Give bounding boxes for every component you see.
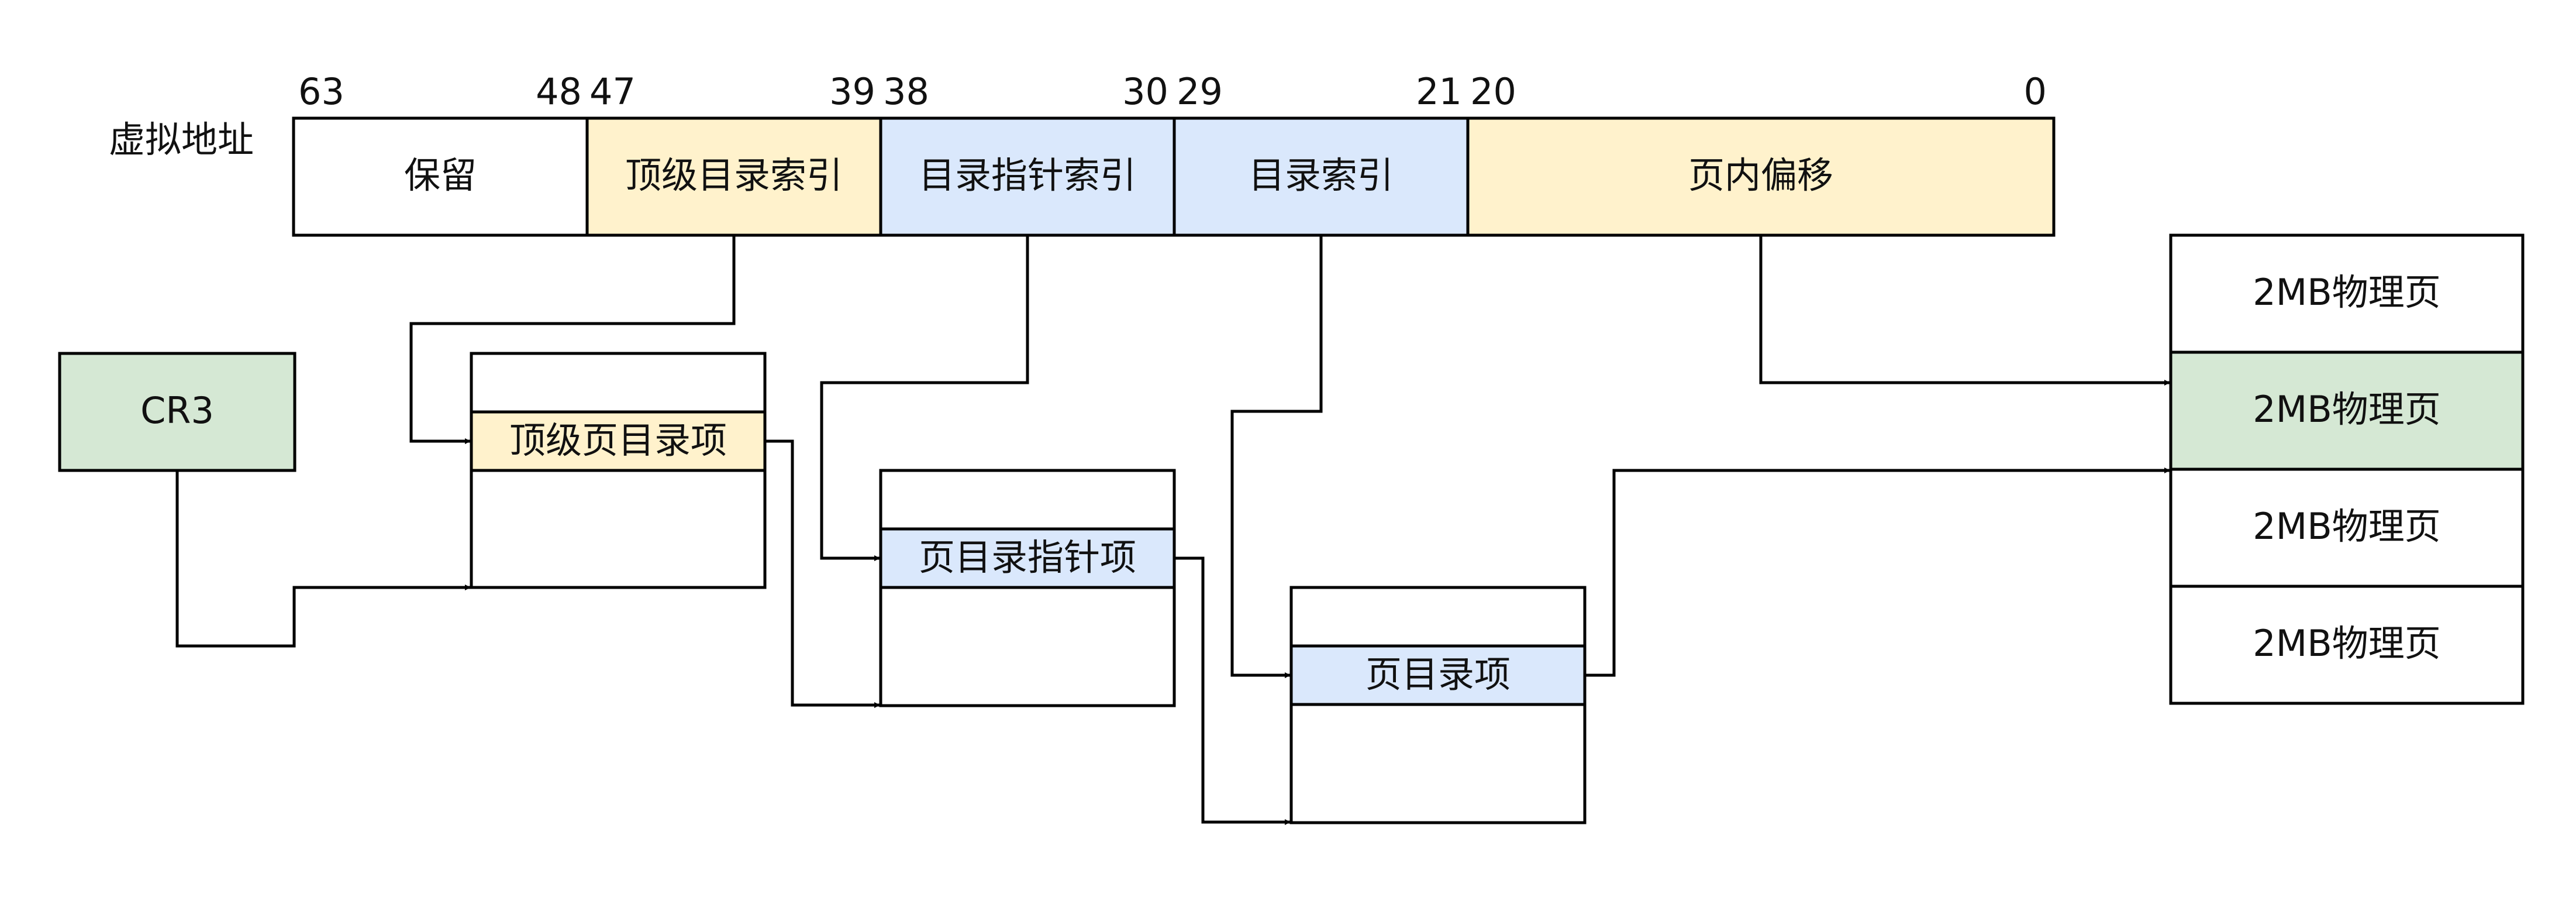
pdpt-table: 页目录指针项	[879, 469, 1176, 707]
bit-48: 48	[536, 70, 582, 113]
physical-page-1-label: 2MB物理页	[2253, 271, 2440, 314]
field-reserved-label: 保留	[404, 154, 477, 197]
bit-0: 0	[2024, 70, 2047, 113]
field-pdpt-index	[879, 116, 1176, 237]
bit-38: 38	[883, 70, 929, 113]
pml4-table: 顶级页目录项	[470, 352, 767, 589]
bit-21: 21	[1416, 70, 1462, 113]
bit-29: 29	[1177, 70, 1223, 113]
cr3-register: CR3	[58, 352, 296, 472]
pml4-entry-label: 顶级页目录项	[509, 419, 727, 462]
field-pd-index-label: 目录索引	[1249, 154, 1394, 197]
field-page-offset-label: 页内偏移	[1688, 154, 1833, 197]
field-pml4-index-label: 顶级目录索引	[625, 154, 843, 197]
arrow-pml4-entry-to-pdpt	[765, 439, 880, 708]
cr3-label: CR3	[140, 389, 214, 432]
pdpt-entry	[879, 527, 1176, 589]
physical-page-4	[2169, 585, 2525, 705]
arrow-pd-index-to-entry	[1230, 235, 1323, 678]
bit-20: 20	[1470, 70, 1516, 113]
arrow-pdpt-index-to-entry	[820, 235, 1029, 561]
pd-entry	[1289, 644, 1587, 706]
bit-labels: 63 48 47 39 38 30 29 21 20 0	[298, 70, 2047, 113]
cr3-box	[58, 352, 296, 472]
pd-table: 页目录项	[1289, 586, 1587, 824]
pd-entry-label: 页目录项	[1365, 653, 1511, 696]
arrow-cr3-to-pml4	[175, 470, 471, 648]
arrow-offset-to-page	[1759, 235, 2170, 386]
field-pdpt-index-label: 目录指针索引	[919, 154, 1136, 197]
pdpt-entry-label: 页目录指针项	[919, 536, 1136, 579]
virtual-address-label: 虚拟地址	[109, 118, 254, 161]
physical-pages: 2MB物理页 2MB物理页 2MB物理页 2MB物理页	[2169, 233, 2525, 705]
physical-page-2	[2169, 350, 2525, 471]
physical-page-4-label: 2MB物理页	[2253, 622, 2440, 665]
bit-30: 30	[1122, 70, 1168, 113]
bit-63: 63	[298, 70, 344, 113]
bit-39: 39	[829, 70, 875, 113]
virtual-address-bar: 保留 顶级目录索引 目录指针索引 目录索引 页内偏移	[292, 116, 2056, 237]
bit-47: 47	[589, 70, 636, 113]
arrow-pd-entry-to-page	[1585, 468, 2170, 677]
connectors	[175, 235, 2170, 825]
field-pml4-index	[585, 116, 882, 237]
arrow-pdpt-entry-to-pd	[1174, 556, 1291, 825]
physical-page-3-label: 2MB物理页	[2253, 505, 2440, 548]
field-reserved	[292, 116, 589, 237]
physical-page-2-label: 2MB物理页	[2253, 388, 2440, 431]
arrow-pml4-index-to-entry	[409, 235, 736, 444]
pml4-entry	[470, 410, 767, 472]
